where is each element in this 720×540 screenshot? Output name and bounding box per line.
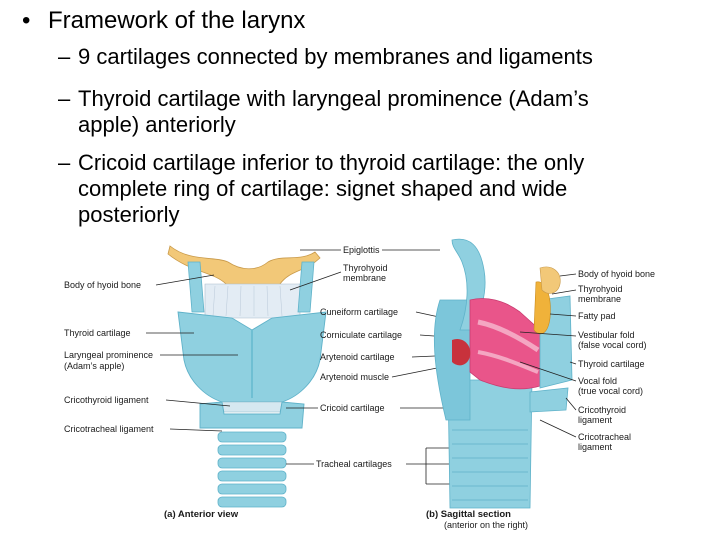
label-cricotracheal-anterior: Cricotracheal ligament <box>64 424 154 434</box>
label-fatty-pad: Fatty pad <box>578 311 616 321</box>
caption-sagittal-sub: (anterior on the right) <box>444 520 528 530</box>
subpoint-text: 9 cartilages connected by membranes and … <box>78 44 593 69</box>
label-thyrohyoid-right: Thyrohyoid <box>578 284 623 294</box>
label-vestibular: Vestibular fold <box>578 330 635 340</box>
subpoint-text: Thyroid cartilage with laryngeal promine… <box>78 86 589 111</box>
middle-labels: Epiglottis Thyrohyoid membrane Cuneiform… <box>286 245 463 485</box>
bullet-dot: • <box>22 7 31 34</box>
hyoid-sagittal <box>539 266 561 294</box>
label-cricotracheal-sagittal: Cricotracheal <box>578 432 631 442</box>
label-thyrohyoid-right-2: membrane <box>578 294 621 304</box>
label-thyrohyoid-mid-2: membrane <box>343 273 386 283</box>
sub-dash: – <box>58 44 71 69</box>
label-epiglottis: Epiglottis <box>343 245 380 255</box>
subpoint-text-cont: posteriorly <box>78 202 180 227</box>
tracheal-rings-anterior <box>217 431 287 508</box>
larynx-figure: Body of hyoid bone Thyroid cartilage Lar… <box>64 238 655 530</box>
label-cricothyroid-sagittal: Cricothyroid <box>578 405 626 415</box>
label-corniculate: Corniculate cartilage <box>320 330 402 340</box>
caption-sagittal: (b) Sagittal section <box>426 509 511 520</box>
label-vocal-fold-2: (true vocal cord) <box>578 386 643 396</box>
thyrohyoid-membrane-anterior <box>204 283 301 319</box>
arytenoid-muscle <box>452 338 471 366</box>
sub-dash: – <box>58 86 71 111</box>
label-cricothyroid-sagittal-2: ligament <box>578 415 613 425</box>
sub-dash: – <box>58 150 71 175</box>
cricoid-arch <box>529 387 569 413</box>
label-tracheal: Tracheal cartilages <box>316 459 392 469</box>
superior-horn-right <box>297 261 315 313</box>
label-cricoid: Cricoid cartilage <box>320 403 385 413</box>
hyoid-bone <box>167 245 321 291</box>
main-bullet: • Framework of the larynx <box>22 6 305 36</box>
anterior-view: Body of hyoid bone Thyroid cartilage Lar… <box>64 245 327 520</box>
label-thyrohyoid-mid: Thyrohyoid <box>343 263 388 273</box>
main-bullet-text: Framework of the larynx <box>48 7 306 34</box>
subpoint-text: Cricoid cartilage inferior to thyroid ca… <box>78 150 585 175</box>
label-arytenoid: Arytenoid cartilage <box>320 352 395 362</box>
cricoid-cartilage-anterior <box>199 401 305 429</box>
label-hyoid-sagittal: Body of hyoid bone <box>578 269 655 279</box>
sagittal-view: Body of hyoid bone Thyrohyoid membrane F… <box>426 238 655 530</box>
subpoint-text-cont: complete ring of cartilage: signet shape… <box>78 176 568 201</box>
label-prominence-2: (Adam’s apple) <box>64 361 124 371</box>
label-thyroid-sagittal: Thyroid cartilage <box>578 359 645 369</box>
label-hyoid-anterior: Body of hyoid bone <box>64 280 141 290</box>
label-prominence: Laryngeal prominence <box>64 350 153 360</box>
label-cricothyroid-anterior: Cricothyroid ligament <box>64 395 149 405</box>
cricothyroid-ligament-anterior <box>221 401 283 413</box>
label-thyroid-anterior: Thyroid cartilage <box>64 328 131 338</box>
label-cricotracheal-sagittal-2: ligament <box>578 442 613 452</box>
subpoint: –Thyroid cartilage with laryngeal promin… <box>58 86 698 138</box>
label-vocal-fold: Vocal fold <box>578 376 617 386</box>
subpoint-text-cont: apple) anteriorly <box>78 112 236 137</box>
superior-horn-left <box>187 261 205 313</box>
label-cuneiform: Cuneiform cartilage <box>320 307 398 317</box>
caption-anterior: (a) Anterior view <box>164 509 239 520</box>
label-vestibular-2: (false vocal cord) <box>578 340 647 350</box>
subpoint: –9 cartilages connected by membranes and… <box>58 44 698 70</box>
label-arytenoid-muscle: Arytenoid muscle <box>320 372 389 382</box>
subpoint: –Cricoid cartilage inferior to thyroid c… <box>58 150 698 228</box>
